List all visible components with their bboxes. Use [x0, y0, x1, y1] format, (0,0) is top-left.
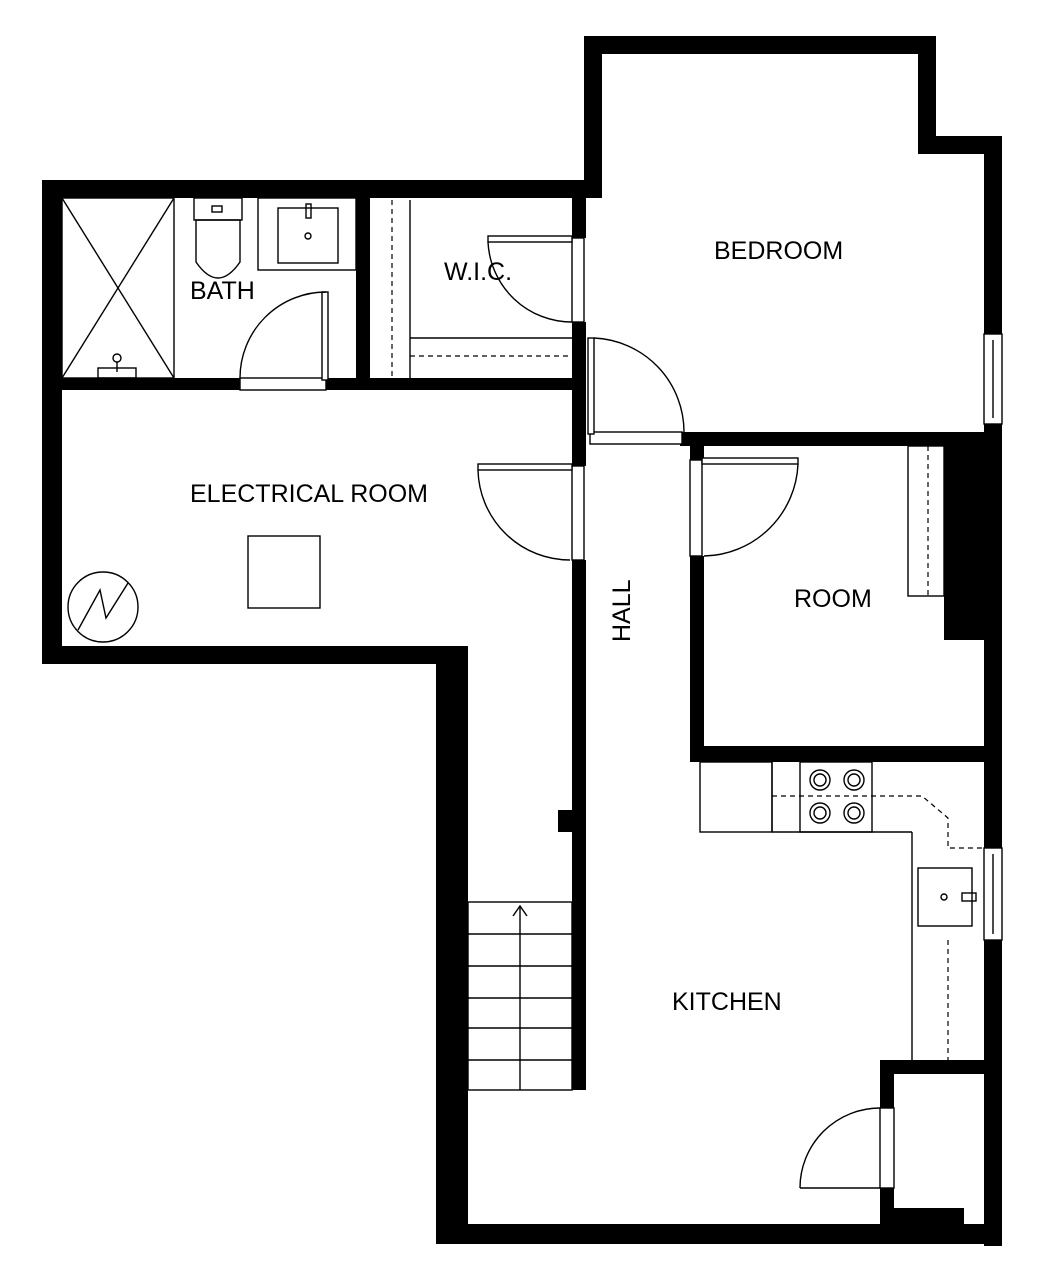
label-wic: W.I.C.: [444, 258, 512, 286]
label-bedroom: BEDROOM: [714, 237, 843, 265]
label-room: ROOM: [794, 585, 872, 613]
bath-door: [239, 291, 329, 391]
stairs: [467, 901, 573, 1091]
label-kitchen: KITCHEN: [672, 988, 782, 1016]
stair-direction-arrow-icon: [512, 904, 528, 917]
label-bath: BATH: [190, 277, 255, 305]
cooktop: [799, 761, 873, 833]
room-closet-shelf: [907, 445, 945, 597]
walls: [42, 36, 1002, 1246]
room-door: [689, 457, 799, 557]
bedroom-door: [587, 337, 685, 445]
electrical-panel: [247, 535, 321, 609]
electrical-door: [477, 463, 585, 561]
windows: [983, 333, 1003, 941]
pantry-door: [799, 1107, 895, 1189]
label-hall: HALL: [608, 579, 636, 642]
label-electrical-room: ELECTRICAL ROOM: [190, 480, 428, 508]
wic-shelves: [391, 200, 572, 378]
cooktop-burner-icon: [809, 769, 865, 824]
water-heater-icon: [67, 571, 139, 643]
shower: [61, 197, 175, 379]
kitchen-sink: [917, 867, 977, 927]
sink-icon: [257, 197, 357, 271]
toilet-icon: [193, 197, 243, 279]
wic-door: [487, 235, 585, 323]
